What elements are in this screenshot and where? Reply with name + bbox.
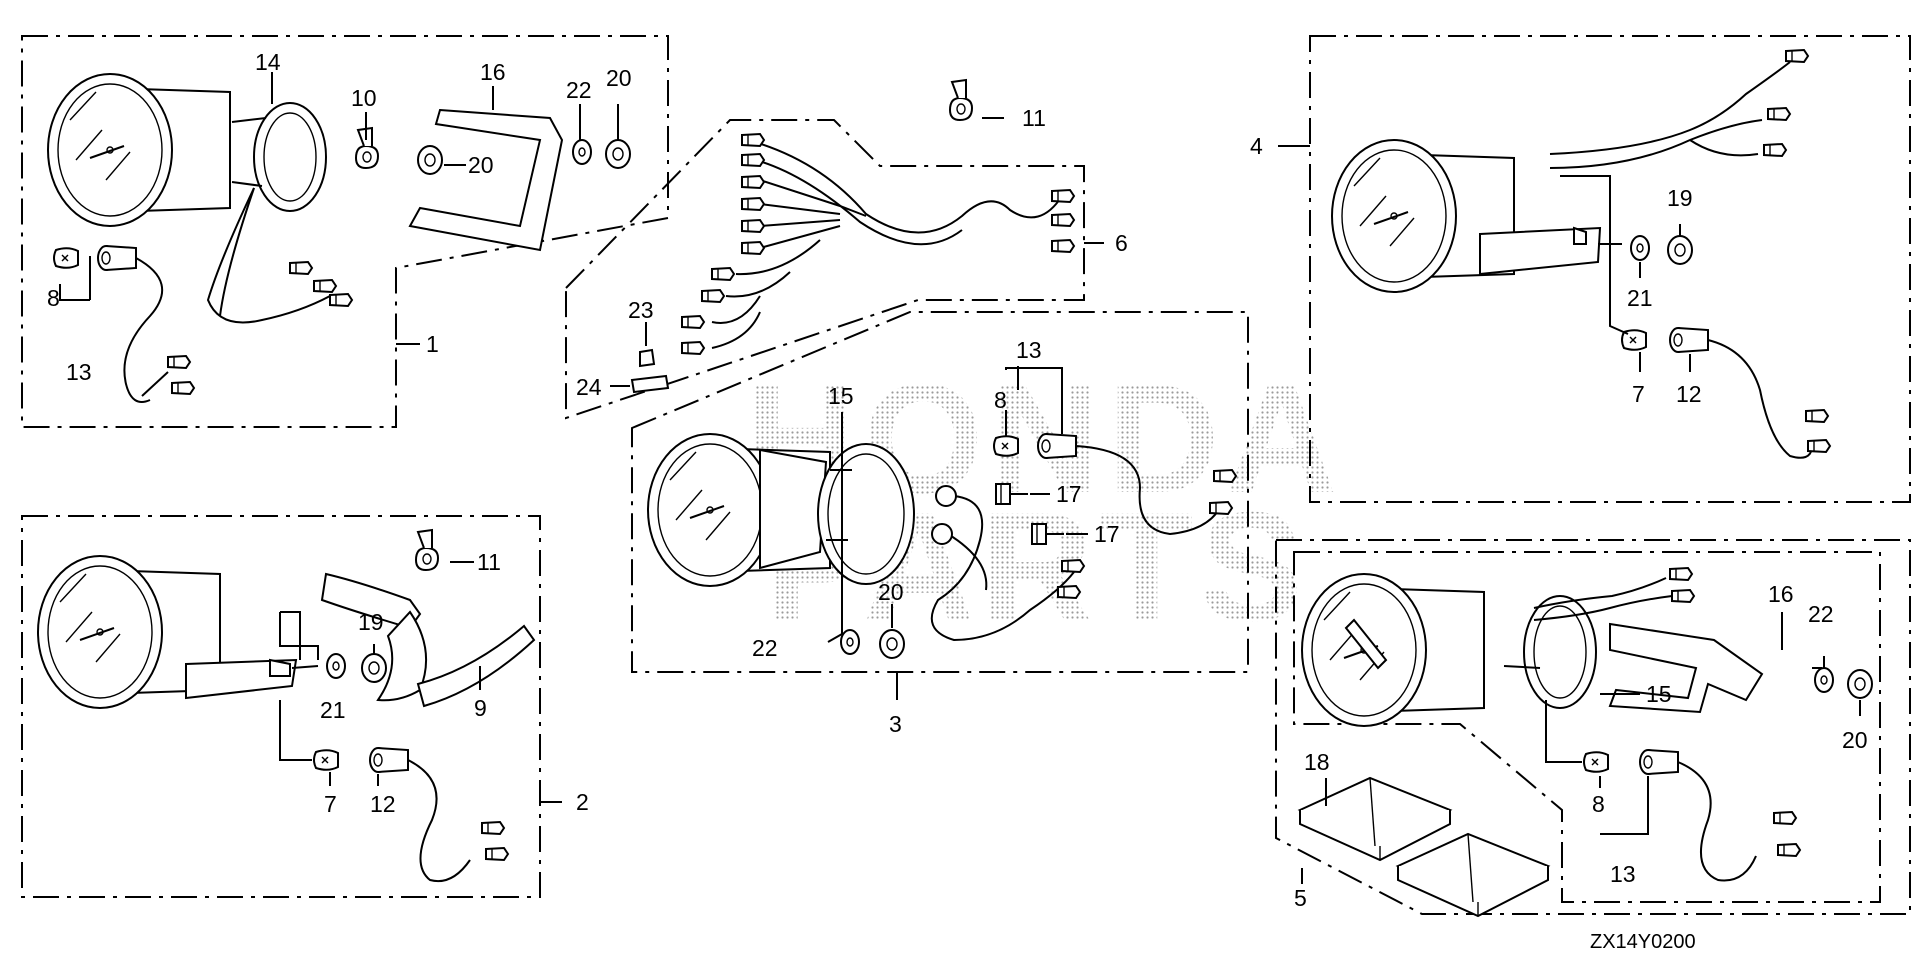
nut-19b: [361, 653, 387, 683]
bulb-8c: [993, 435, 1019, 457]
callout-13c: 13: [1016, 337, 1042, 363]
callout-18: 18: [1304, 749, 1330, 775]
nut-20d: [1847, 669, 1873, 699]
callout-20c: 20: [878, 579, 904, 605]
drawing-code: ZX14Y0200: [1590, 931, 1696, 953]
callout-20b: 20: [468, 152, 494, 178]
bulb-8a: [53, 247, 79, 269]
callout-12a: 12: [1676, 381, 1702, 407]
callout-group-5: 5: [1294, 885, 1307, 911]
callout-16b: 16: [1768, 581, 1794, 607]
callout-8a: 8: [47, 285, 60, 311]
owners-manual-b: [1397, 833, 1549, 917]
callout-11a: 11: [1022, 105, 1046, 131]
callout-13a: 13: [66, 359, 92, 385]
callout-10: 10: [351, 85, 377, 111]
callout-22a: 22: [566, 77, 592, 103]
clip-11b: [415, 529, 439, 571]
callout-22c: 22: [1808, 601, 1834, 627]
group-1-assembly: [21, 35, 669, 428]
group-5-assembly: [1275, 539, 1911, 917]
clip-11a: [949, 79, 973, 121]
callout-8c: 8: [994, 387, 1007, 413]
owners-manual-a: [1299, 777, 1451, 861]
callout-group-1: 1: [426, 331, 439, 357]
callout-19b: 19: [358, 609, 384, 635]
washer-22b: [840, 629, 860, 655]
washer-21b: [326, 653, 346, 679]
callout-16a: 16: [480, 59, 506, 85]
callout-group-3: 3: [889, 711, 902, 737]
callout-13b: 13: [1610, 861, 1636, 887]
socket-13a: [97, 245, 137, 271]
callout-15b: 15: [1646, 681, 1672, 707]
socket-13b: [1639, 749, 1679, 775]
callout-20a: 20: [606, 65, 632, 91]
callout-11b: 11: [477, 549, 501, 575]
callout-21a: 21: [1627, 285, 1653, 311]
callout-24: 24: [576, 374, 602, 400]
nut-20a: [417, 145, 443, 175]
callout-labels: 14 10 16 22 20 20 8 13 1 11 6 23 24 13 8…: [47, 49, 1868, 953]
callout-22b: 22: [752, 635, 778, 661]
callout-20d: 20: [1842, 727, 1868, 753]
callout-group-4: 4: [1250, 133, 1263, 159]
callout-7a: 7: [1632, 381, 1645, 407]
callout-12b: 12: [370, 791, 396, 817]
socket-12b: [369, 747, 409, 773]
callout-9: 9: [474, 695, 487, 721]
gauge-unit: [1301, 573, 1485, 727]
washer-22c: [1814, 667, 1834, 693]
callout-group-6: 6: [1115, 230, 1128, 256]
callout-17b: 17: [1094, 521, 1120, 547]
group-4-assembly: [1278, 35, 1911, 503]
group-2-assembly: [21, 515, 562, 898]
group-3-assembly: [631, 311, 1249, 700]
callout-21b: 21: [320, 697, 346, 723]
socket-12a: [1669, 327, 1709, 353]
washer-21a: [1630, 235, 1650, 261]
socket-13c: [1037, 433, 1077, 459]
callout-15a: 15: [828, 383, 854, 409]
group-6-harness: [565, 79, 1104, 420]
nut-19a: [1667, 235, 1693, 265]
callout-23: 23: [628, 297, 654, 323]
callout-7b: 7: [324, 791, 337, 817]
callout-19a: 19: [1667, 185, 1693, 211]
callout-group-2: 2: [576, 789, 589, 815]
callout-14: 14: [255, 49, 281, 75]
bulb-7b: [313, 749, 339, 771]
gauge-unit: [47, 73, 231, 227]
callout-17a: 17: [1056, 481, 1082, 507]
callout-8b: 8: [1592, 791, 1605, 817]
bulb-8b: [1583, 751, 1609, 773]
washer-22a: [572, 139, 592, 165]
nut-20b: [605, 139, 631, 169]
nut-20c: [879, 629, 905, 659]
